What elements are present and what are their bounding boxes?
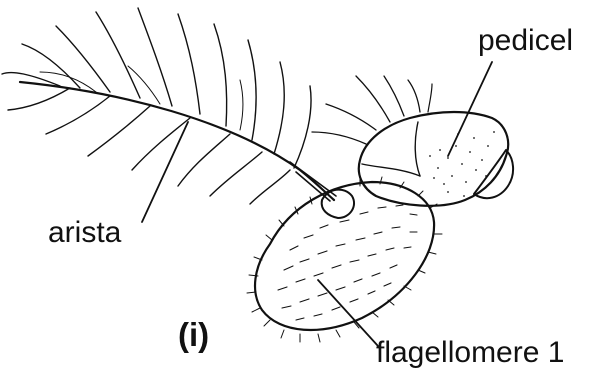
arista-leader-line: [142, 122, 188, 222]
panel-label: (i): [178, 318, 209, 351]
pedicel-leader-line: [448, 62, 492, 156]
arista-label: arista: [48, 218, 121, 248]
flagellomere-segment: [247, 177, 442, 342]
pedicel-label: pedicel: [478, 26, 573, 56]
arista-shaft: [20, 82, 336, 201]
flagellomere-label: flagellomere 1: [376, 338, 564, 368]
flagellomere-leader-line: [318, 280, 378, 346]
